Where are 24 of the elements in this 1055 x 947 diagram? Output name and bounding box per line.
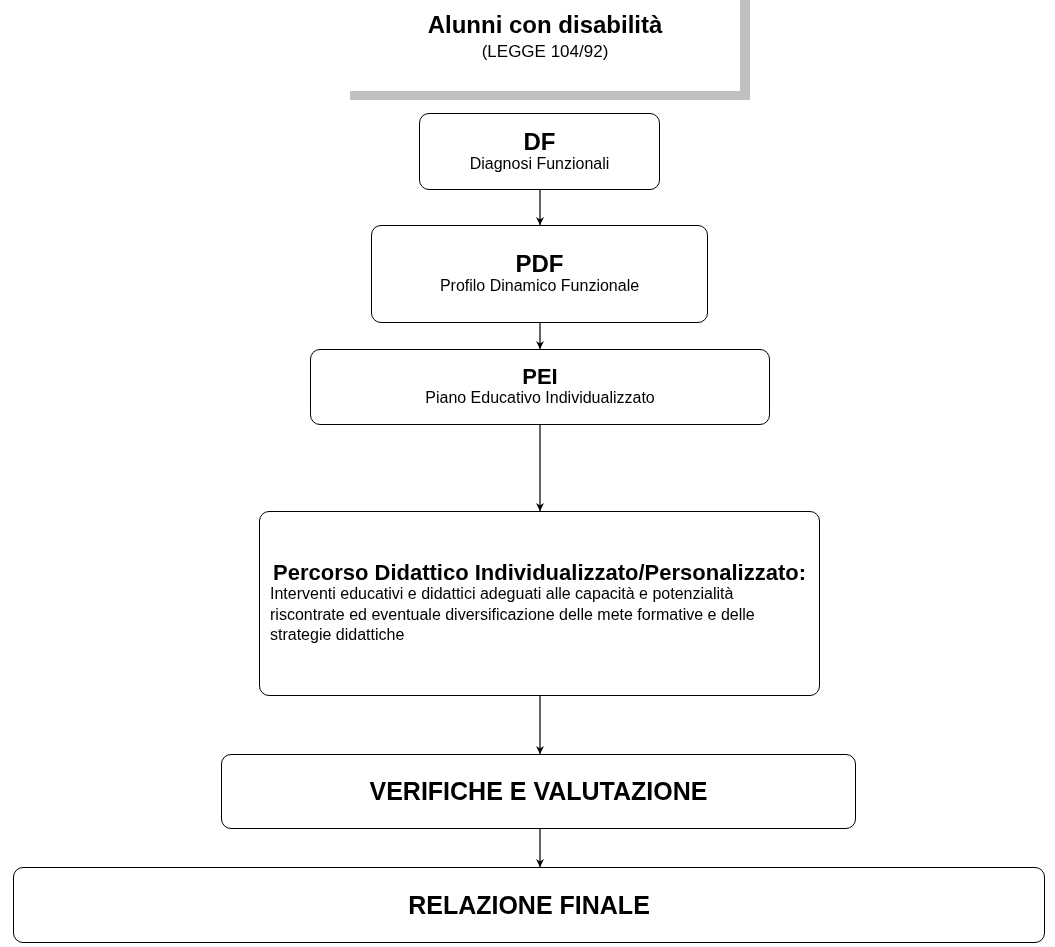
- arrow: [536, 828, 544, 868]
- box-heading: RELAZIONE FINALE: [408, 891, 650, 919]
- box-heading: PDF: [515, 251, 564, 277]
- process-box: [419, 113, 660, 190]
- arrow: [536, 189, 544, 226]
- box-heading: Percorso Didattico Individualizzato/Personalizzato:: [273, 560, 806, 584]
- box-text: Profilo Dinamico Funzionale: [438, 276, 641, 297]
- process-box: [371, 225, 708, 323]
- box-text: Interventi educativi e didattici adeguati alle capacità e potenzialità riscontrate ed eventuale diversificazione delle mete formative e delle strategie didattiche: [269, 583, 756, 646]
- box-heading: PEI: [522, 365, 558, 389]
- box-heading: DF: [523, 128, 556, 154]
- process-box: [259, 511, 820, 696]
- arrow: [536, 322, 544, 350]
- box-text: Piano Educativo Individualizzato: [424, 388, 656, 409]
- arrow: [536, 695, 544, 755]
- header-box: [350, 0, 750, 100]
- arrow: [536, 424, 544, 512]
- box-heading: Alunni con disabilità: [427, 12, 663, 38]
- process-box: [221, 754, 856, 829]
- box-text: Diagnosi Funzionali: [468, 153, 611, 174]
- box-heading: VERIFICHE E VALUTAZIONE: [369, 778, 708, 805]
- box-text: (LEGGE 104/92): [480, 41, 610, 64]
- process-box: [310, 349, 770, 425]
- process-box: [13, 867, 1045, 943]
